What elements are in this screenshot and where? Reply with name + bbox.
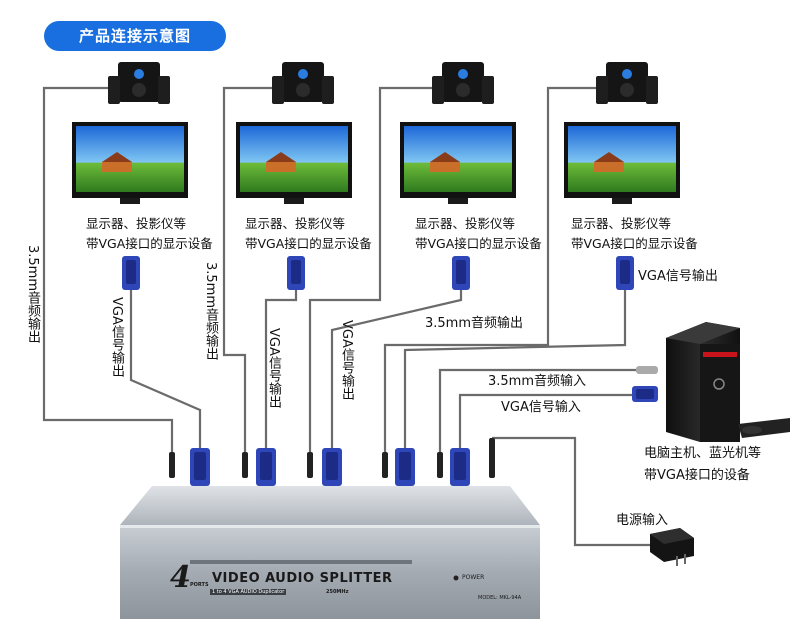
monitor-3 [400, 122, 516, 204]
device-subtitle: 1 to 4 VGA AUDIO Duplicator [210, 589, 287, 595]
device-ports-word: PORTS [190, 582, 209, 588]
vga-plug-splitter-1 [190, 448, 210, 486]
source-device-caption-line2: 带VGA接口的设备 [644, 468, 750, 483]
pc-tower [666, 322, 790, 442]
audio-plug-splitter-2 [242, 452, 248, 478]
page-title: 产品连接示意图 [44, 21, 226, 51]
cables [42, 86, 650, 547]
vga-plug-monitor-4 [616, 256, 634, 290]
monitor-4 [564, 122, 680, 204]
vga-cable-3 [330, 290, 463, 452]
power-adapter [650, 528, 694, 566]
source-device-caption: 电脑主机、蓝光机等 带VGA接口的设备 [644, 443, 761, 487]
speaker-set-1 [108, 62, 170, 104]
vga-out-label-3: VGA信号输出 [339, 320, 354, 400]
monitor-4-caption-line2: 带VGA接口的显示设备 [571, 236, 698, 251]
monitor-1-caption-line1: 显示器、投影仪等 [86, 216, 187, 231]
audio-cable-4 [383, 86, 596, 452]
power-in-label: 电源输入 [616, 513, 669, 528]
vga-plug-splitter-3 [322, 448, 342, 486]
vga-cable-1 [129, 290, 202, 452]
audio-cable-2 [222, 86, 272, 452]
vga-plug-monitor-1 [122, 256, 140, 290]
monitor-1 [72, 122, 188, 204]
vga-out-label-1: VGA信号输出 [109, 297, 124, 377]
monitor-1-caption: 显示器、投影仪等 带VGA接口的显示设备 [86, 214, 213, 254]
monitors [72, 122, 680, 204]
vga-plug-splitter-2 [256, 448, 276, 486]
monitor-2 [236, 122, 352, 204]
audio-plug-splitter-3 [307, 452, 313, 478]
audio-plug-splitter-4 [382, 452, 388, 478]
audio-out-label-2: 3.5mm音频输出 [203, 262, 218, 361]
monitor-2-caption: 显示器、投影仪等 带VGA接口的显示设备 [245, 214, 372, 254]
device-big-4: 4 [170, 560, 191, 595]
vga-in-cable [458, 393, 632, 452]
vga-in-label: VGA信号输入 [501, 400, 581, 415]
device-frequency: 250MHz [326, 589, 349, 595]
audio-out-label-1: 3.5mm音频输出 [25, 245, 40, 344]
speaker-set-4 [596, 62, 658, 104]
vga-connectors-top [122, 256, 634, 290]
vga-plug-monitor-3 [452, 256, 470, 290]
vga-connector-pc [632, 386, 658, 402]
vga-out-label-4: VGA信号输出 [638, 269, 718, 284]
vga-plug-monitor-2 [287, 256, 305, 290]
power-cable [492, 436, 650, 547]
audio-plug-pc [636, 366, 658, 374]
audio-cable-3 [308, 86, 432, 452]
audio-plug-splitter-5 [437, 452, 443, 478]
speaker-set-3 [432, 62, 494, 104]
monitor-3-caption: 显示器、投影仪等 带VGA接口的显示设备 [415, 214, 542, 254]
speaker-set-2 [272, 62, 334, 104]
monitor-4-caption-line1: 显示器、投影仪等 [571, 216, 672, 231]
monitor-2-caption-line2: 带VGA接口的显示设备 [245, 236, 372, 251]
vga-plug-splitter-4 [395, 448, 415, 486]
monitor-4-caption: 显示器、投影仪等 带VGA接口的显示设备 [571, 214, 698, 254]
vga-plug-splitter-5 [450, 448, 470, 486]
device-model: MODEL: MKL-94A [478, 595, 522, 601]
device-power-label: POWER [462, 574, 485, 581]
audio-plug-splitter-1 [169, 452, 175, 478]
monitor-3-caption-line1: 显示器、投影仪等 [415, 216, 516, 231]
speakers [108, 62, 658, 104]
vga-cable-2 [264, 290, 298, 452]
source-device-caption-line1: 电脑主机、蓝光机等 [644, 446, 762, 461]
monitor-1-caption-line2: 带VGA接口的显示设备 [86, 236, 213, 251]
vga-out-label-2: VGA信号输出 [266, 328, 281, 408]
device-name: VIDEO AUDIO SPLITTER [212, 571, 393, 586]
audio-cable-1 [42, 86, 174, 452]
vga-cable-4 [403, 290, 627, 452]
splitter-device [120, 486, 540, 619]
audio-in-label: 3.5mm音频输入 [488, 374, 587, 389]
power-plug-splitter [489, 438, 495, 478]
audio-in-cable [438, 368, 640, 452]
monitor-3-caption-line2: 带VGA接口的显示设备 [415, 236, 542, 251]
monitor-2-caption-line1: 显示器、投影仪等 [245, 216, 346, 231]
audio-out-label-4: 3.5mm音频输出 [425, 316, 524, 331]
vga-connectors-bottom [169, 438, 495, 486]
